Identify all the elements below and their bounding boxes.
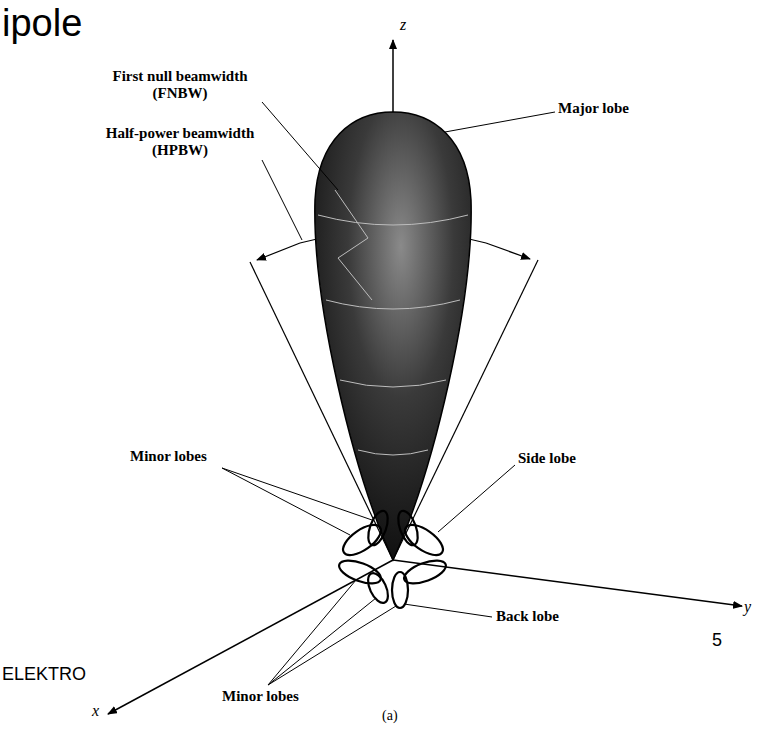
hpbw-arc — [486, 243, 530, 259]
axis-label: z — [400, 16, 406, 34]
footer-text: ELEKTRO — [2, 664, 86, 685]
annotation-label: Minor lobes — [222, 688, 299, 705]
axis-label: x — [92, 702, 99, 720]
x-axis — [108, 560, 393, 714]
slide-title: ipole — [2, 2, 82, 46]
annotation-label: First null beamwidth (FNBW) — [95, 68, 265, 103]
minor-lobes — [336, 508, 449, 608]
annotation-label: Side lobe — [518, 450, 576, 467]
annotation-label: Back lobe — [496, 608, 559, 625]
leader-lines — [222, 102, 555, 685]
major-lobe — [315, 112, 471, 560]
figure-tag: (a) — [382, 708, 398, 724]
lobe-latitude-lines — [318, 190, 468, 455]
annotation-label: Half-power beamwidth (HPBW) — [95, 125, 265, 160]
hpbw-arc — [257, 243, 300, 260]
annotation-label: Major lobe — [558, 100, 629, 117]
annotation-label: Minor lobes — [130, 448, 207, 465]
axis-label: y — [744, 598, 751, 616]
page-number: 5 — [712, 630, 722, 651]
